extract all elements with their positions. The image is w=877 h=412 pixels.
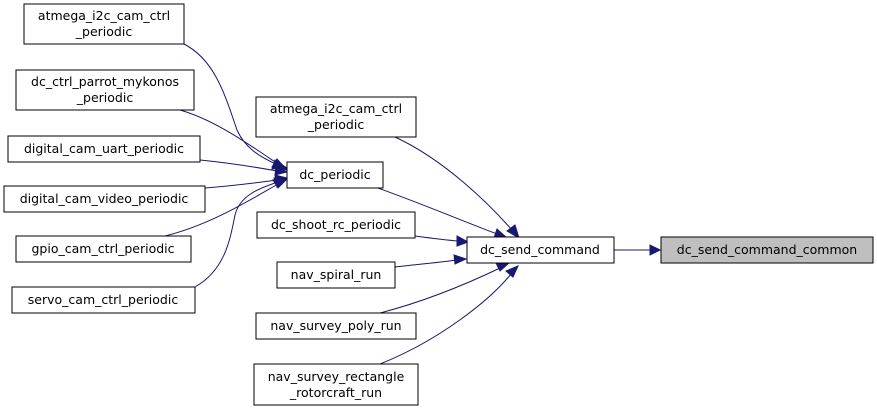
svg-text:servo_cam_ctrl_periodic: servo_cam_ctrl_periodic (28, 292, 179, 307)
edge-dc-send-command-to-common (613, 244, 662, 256)
node-dc-ctrl-parrot-mykonos-periodic[interactable]: dc_ctrl_parrot_mykonos _periodic (15, 69, 195, 111)
svg-text:digital_cam_uart_periodic: digital_cam_uart_periodic (24, 141, 184, 156)
node-nav-survey-rectangle-rotorcraft-run[interactable]: nav_survey_rectangle _rotorcraft_run (253, 363, 419, 406)
node-servo-cam-ctrl-periodic[interactable]: servo_cam_ctrl_periodic (11, 286, 196, 314)
node-nav-survey-poly-run[interactable]: nav_survey_poly_run (255, 312, 417, 340)
node-digital-cam-uart-periodic[interactable]: digital_cam_uart_periodic (7, 135, 201, 163)
svg-text:nav_survey_rectangle: nav_survey_rectangle (268, 369, 405, 384)
edge-atmega-mid-to-dc-send-command (394, 136, 520, 240)
node-dc-send-command-common[interactable]: dc_send_command_common (660, 236, 874, 264)
svg-text:nav_survey_poly_run: nav_survey_poly_run (270, 318, 401, 333)
svg-text:_periodic: _periodic (76, 90, 134, 105)
svg-text:dc_shoot_rc_periodic: dc_shoot_rc_periodic (271, 217, 401, 232)
svg-text:_periodic: _periodic (307, 117, 365, 132)
node-nav-spiral-run[interactable]: nav_spiral_run (276, 261, 396, 289)
edge-digital-cam-uart-to-dc-periodic (199, 159, 289, 176)
svg-text:_periodic: _periodic (75, 24, 133, 39)
svg-text:dc_periodic: dc_periodic (299, 167, 370, 182)
svg-text:digital_cam_video_periodic: digital_cam_video_periodic (20, 191, 189, 206)
svg-text:atmega_i2c_cam_ctrl: atmega_i2c_cam_ctrl (270, 101, 402, 116)
svg-text:dc_send_command_common: dc_send_command_common (677, 242, 857, 257)
svg-text:_rotorcraft_run: _rotorcraft_run (289, 385, 382, 400)
svg-text:atmega_i2c_cam_ctrl: atmega_i2c_cam_ctrl (38, 8, 170, 23)
svg-text:nav_spiral_run: nav_spiral_run (291, 267, 382, 282)
edge-nav-spiral-to-dc-send-command (394, 254, 468, 268)
node-gpio-cam-ctrl-periodic[interactable]: gpio_cam_ctrl_periodic (15, 235, 192, 263)
node-dc-shoot-rc-periodic[interactable]: dc_shoot_rc_periodic (256, 211, 416, 239)
edge-servo-cam-to-dc-periodic (194, 177, 289, 288)
node-dc-send-command[interactable]: dc_send_command (466, 236, 615, 264)
node-atmega-i2c-cam-ctrl-periodic-mid[interactable]: atmega_i2c_cam_ctrl _periodic (255, 96, 417, 138)
edge-dc-shoot-rc-to-dc-send-command (414, 235, 470, 247)
edge-dc-periodic-to-dc-send-command (374, 186, 509, 239)
node-dc-periodic[interactable]: dc_periodic (286, 161, 384, 189)
svg-text:dc_ctrl_parrot_mykonos: dc_ctrl_parrot_mykonos (31, 74, 179, 89)
svg-text:dc_send_command: dc_send_command (480, 242, 600, 257)
node-atmega-i2c-cam-ctrl-periodic-left[interactable]: atmega_i2c_cam_ctrl _periodic (23, 3, 185, 45)
edge-nav-survey-poly-to-dc-send-command (379, 262, 511, 314)
svg-text:gpio_cam_ctrl_periodic: gpio_cam_ctrl_periodic (32, 241, 175, 256)
node-digital-cam-video-periodic[interactable]: digital_cam_video_periodic (3, 185, 206, 213)
edge-nav-survey-rect-to-dc-send-command (379, 265, 519, 365)
